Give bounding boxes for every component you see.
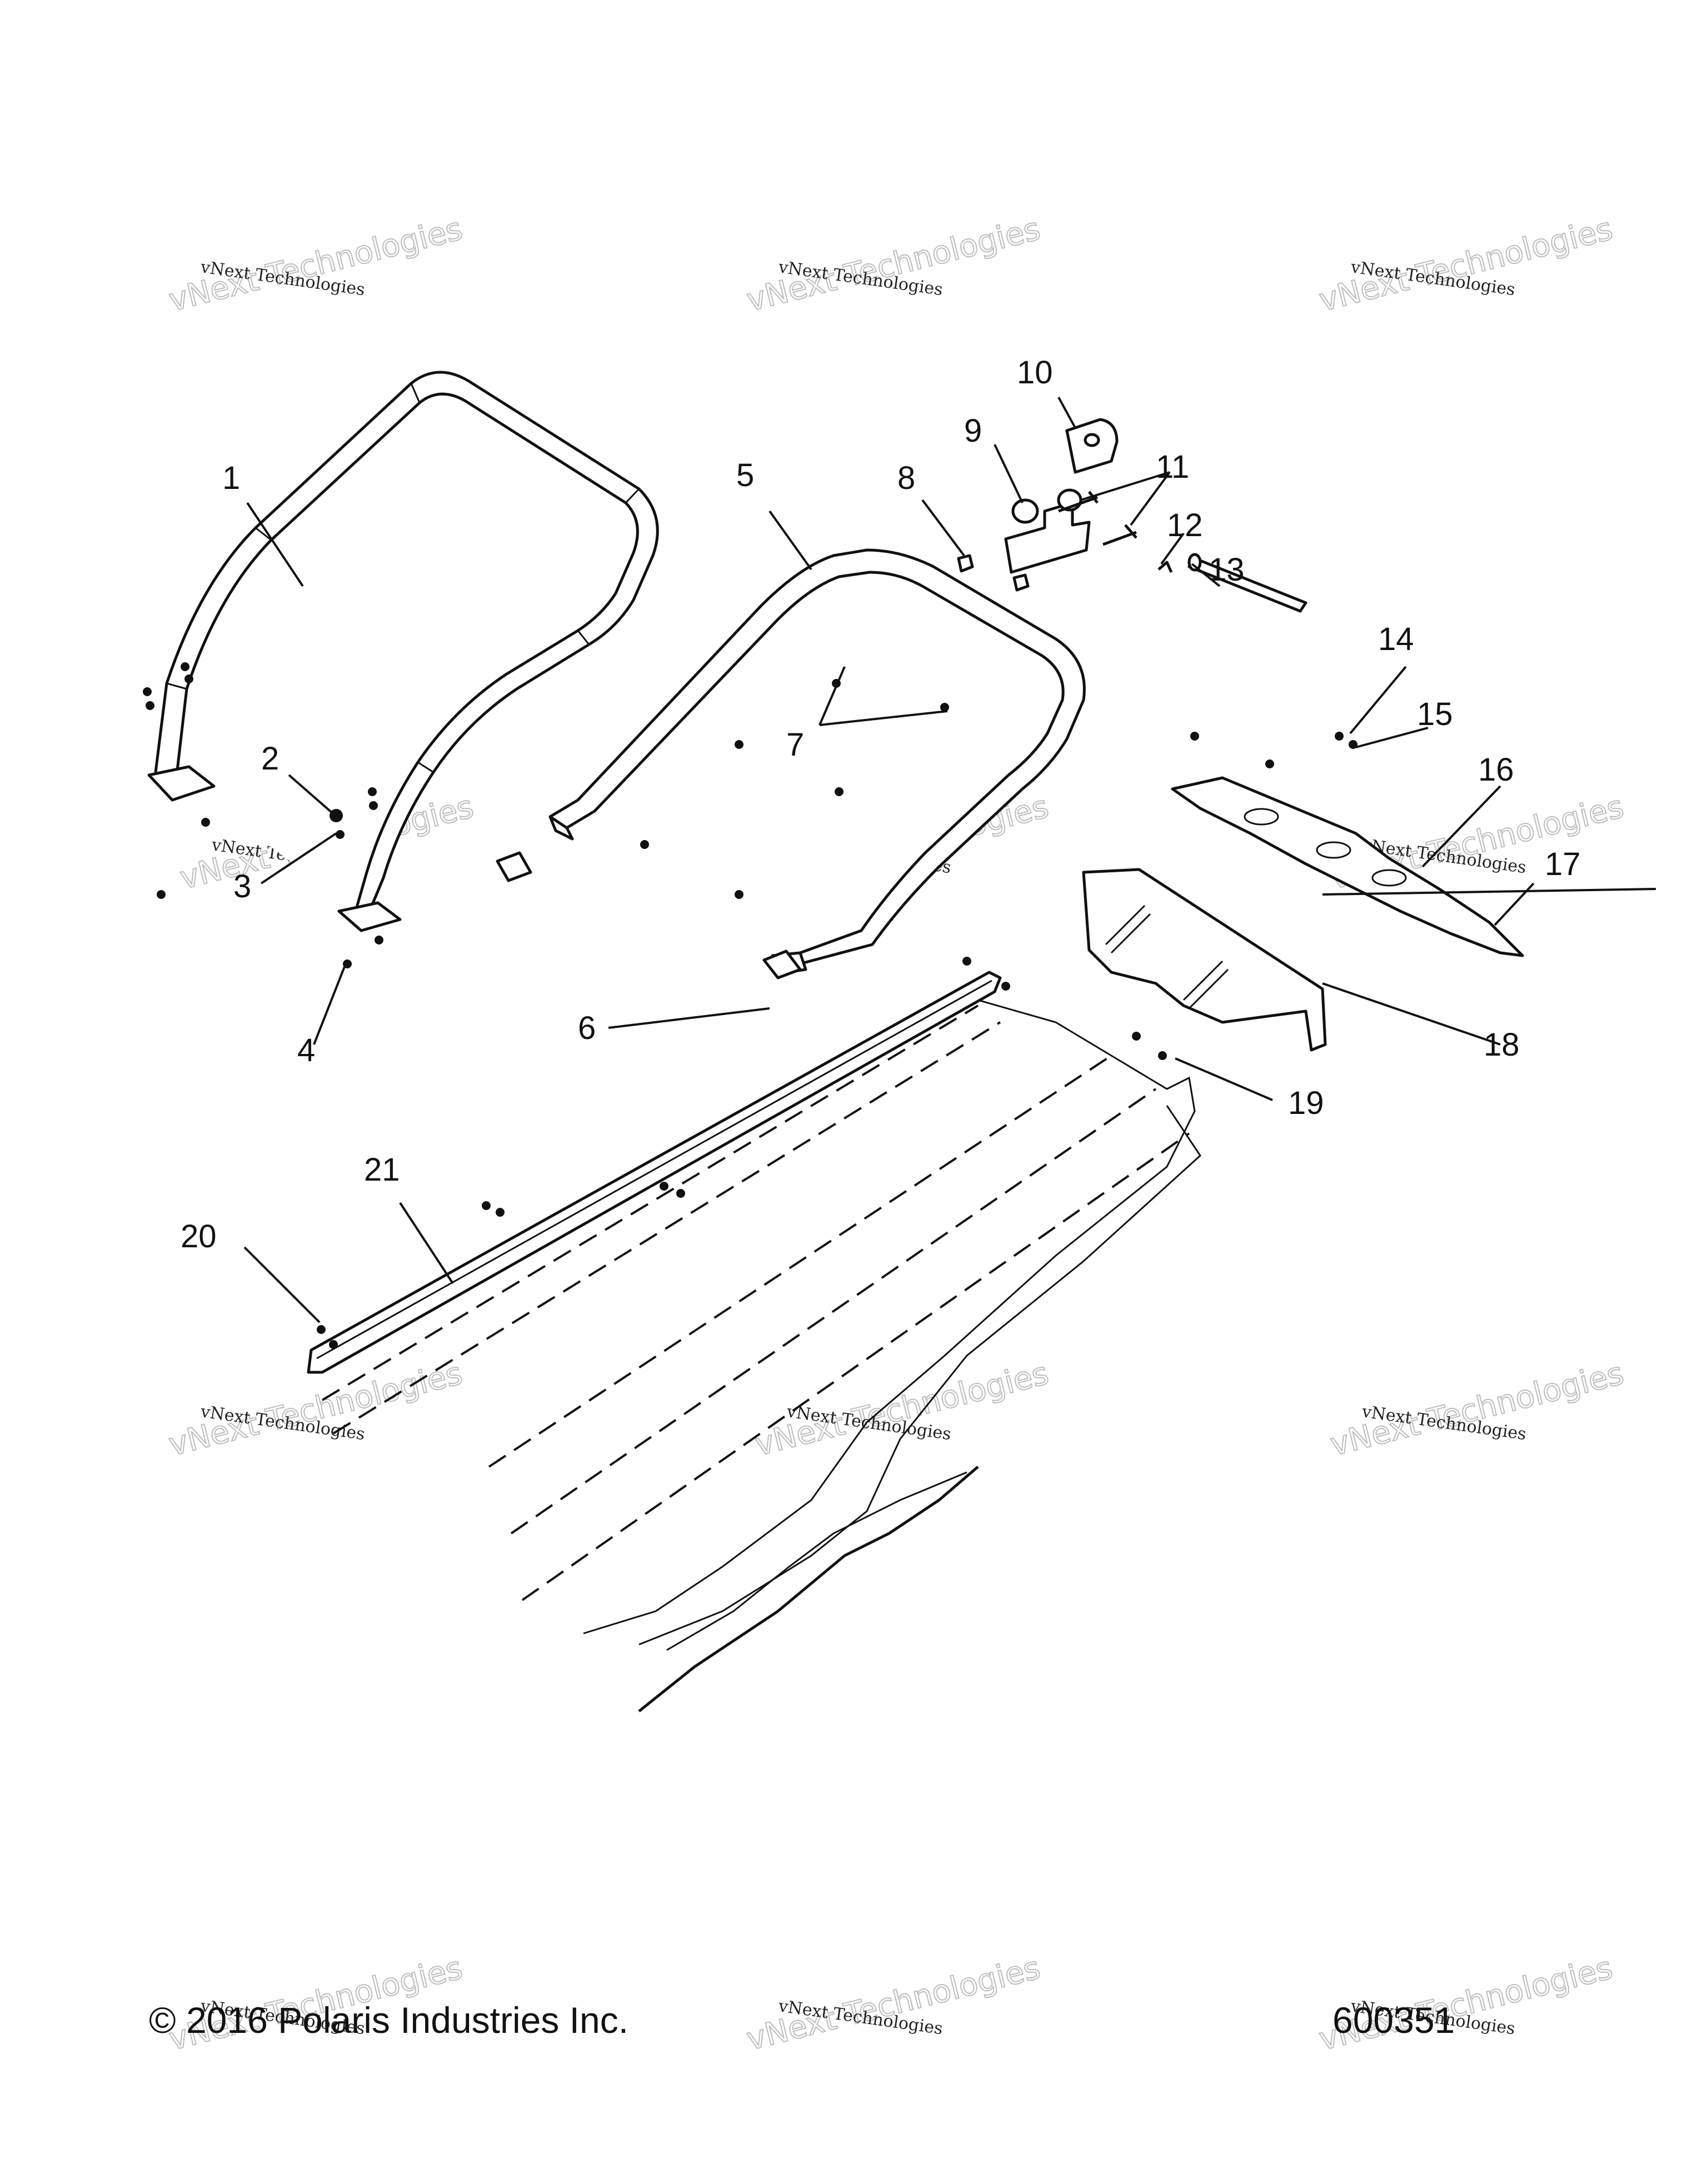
callout-9: 9	[964, 413, 982, 449]
part-1-loop	[147, 371, 659, 932]
part-5-loop	[548, 548, 1086, 975]
callout-14: 14	[1378, 621, 1414, 657]
callout-4: 4	[297, 1032, 315, 1068]
part-6-bumper	[762, 949, 802, 979]
bumper-left	[496, 851, 532, 882]
part-18-plate	[1082, 868, 1327, 1052]
callout-2: 2	[261, 741, 279, 777]
callout-21: 21	[364, 1152, 400, 1188]
callout-19: 19	[1288, 1085, 1324, 1121]
copyright-text: © 2016 Polaris Industries Inc.	[149, 2000, 629, 2041]
callout-20: 20	[181, 1218, 217, 1255]
callout-7: 7	[786, 727, 804, 763]
callout-11: 11	[1156, 449, 1189, 485]
callout-12: 12	[1167, 507, 1203, 543]
hinge-assembly	[957, 418, 1307, 613]
callout-16: 16	[1478, 752, 1514, 788]
callout-13: 13	[1209, 552, 1245, 588]
callout-8: 8	[897, 460, 915, 496]
part-17-crossbar	[1171, 776, 1524, 957]
part-21-rail	[307, 971, 1002, 1374]
fasteners	[143, 662, 1357, 1349]
tunnel-outline	[321, 999, 1201, 1712]
callout-3: 3	[233, 868, 251, 904]
callout-17: 17	[1545, 846, 1581, 882]
callout-10: 10	[1017, 354, 1053, 391]
leader-lines	[243, 397, 1656, 1323]
callout-labels: 1 2 3 4 5 6 7 8 9 10 11 12 13 14 15 16 1…	[181, 354, 1581, 1255]
figure-number: 600351	[1332, 2000, 1455, 2041]
callout-18: 18	[1484, 1027, 1520, 1063]
callout-15: 15	[1417, 696, 1453, 732]
callout-6: 6	[578, 1010, 596, 1046]
callout-1: 1	[222, 460, 240, 496]
callout-5: 5	[736, 457, 754, 493]
